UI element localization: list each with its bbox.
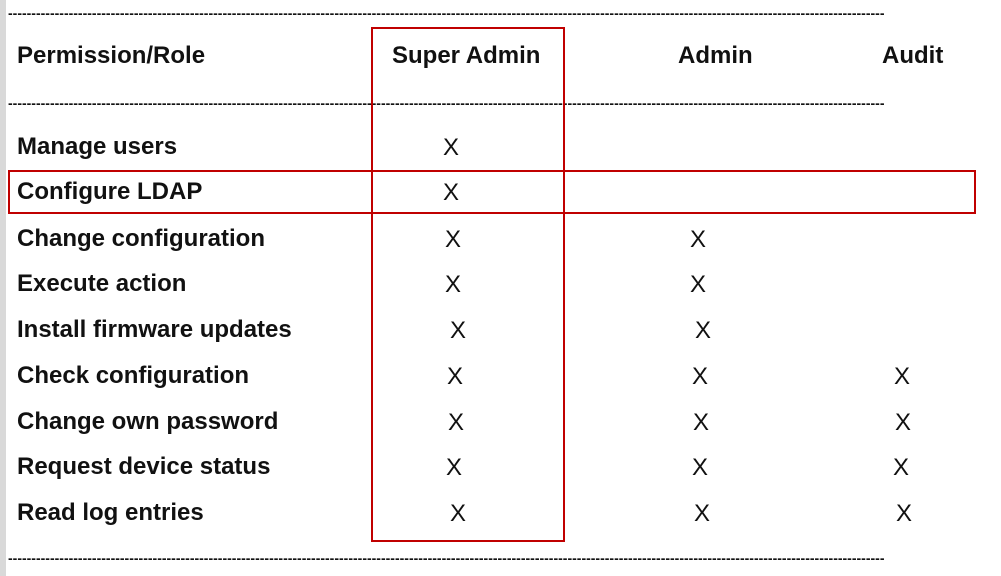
audit-mark: X [893,363,910,390]
permission-label: Read log entries [17,499,204,526]
table-row: Execute action X X [0,266,1001,306]
super-admin-mark: X [444,271,461,298]
admin-mark: X [693,500,710,527]
table-row: Check configuration X X X [0,358,1001,398]
admin-mark: X [691,454,708,481]
audit-mark: X [894,409,911,436]
permission-label: Manage users [17,133,178,160]
permission-label: Change own password [17,408,279,435]
permission-label: Install firmware updates [17,316,292,343]
permission-label: Change configuration [17,225,265,252]
admin-mark: X [691,363,708,390]
table-row: Configure LDAP X [0,174,1001,214]
table-row: Install firmware updates X X [0,312,1001,352]
admin-mark: X [694,317,711,344]
permission-label: Configure LDAP [17,178,203,205]
bottom-divider: ----------------------------------------… [8,551,885,565]
admin-mark: X [689,226,706,253]
header-super-admin: Super Admin [392,42,541,69]
super-admin-mark: X [446,363,463,390]
super-admin-mark: X [442,179,459,206]
audit-mark: X [892,454,909,481]
admin-mark: X [689,271,706,298]
table-row: Read log entries X X X [0,495,1001,535]
table-row: Request device status X X X [0,449,1001,489]
super-admin-mark: X [449,317,466,344]
left-margin-bar [0,0,6,576]
super-admin-mark: X [449,500,466,527]
table-row: Change configuration X X [0,221,1001,261]
header-audit: Audit [882,42,944,69]
admin-mark: X [692,409,709,436]
table-row: Change own password X X X [0,404,1001,444]
header-admin: Admin [678,42,753,69]
audit-mark: X [895,500,912,527]
header-permission-role: Permission/Role [17,42,206,69]
super-admin-mark: X [442,134,459,161]
permission-label: Request device status [17,453,271,480]
top-divider: ----------------------------------------… [8,6,885,20]
super-admin-mark: X [444,226,461,253]
permission-label: Execute action [17,270,187,297]
super-admin-mark: X [445,454,462,481]
header-divider: ----------------------------------------… [8,96,885,110]
table-row: Manage users X [0,129,1001,169]
permission-label: Check configuration [17,362,250,389]
super-admin-mark: X [447,409,464,436]
